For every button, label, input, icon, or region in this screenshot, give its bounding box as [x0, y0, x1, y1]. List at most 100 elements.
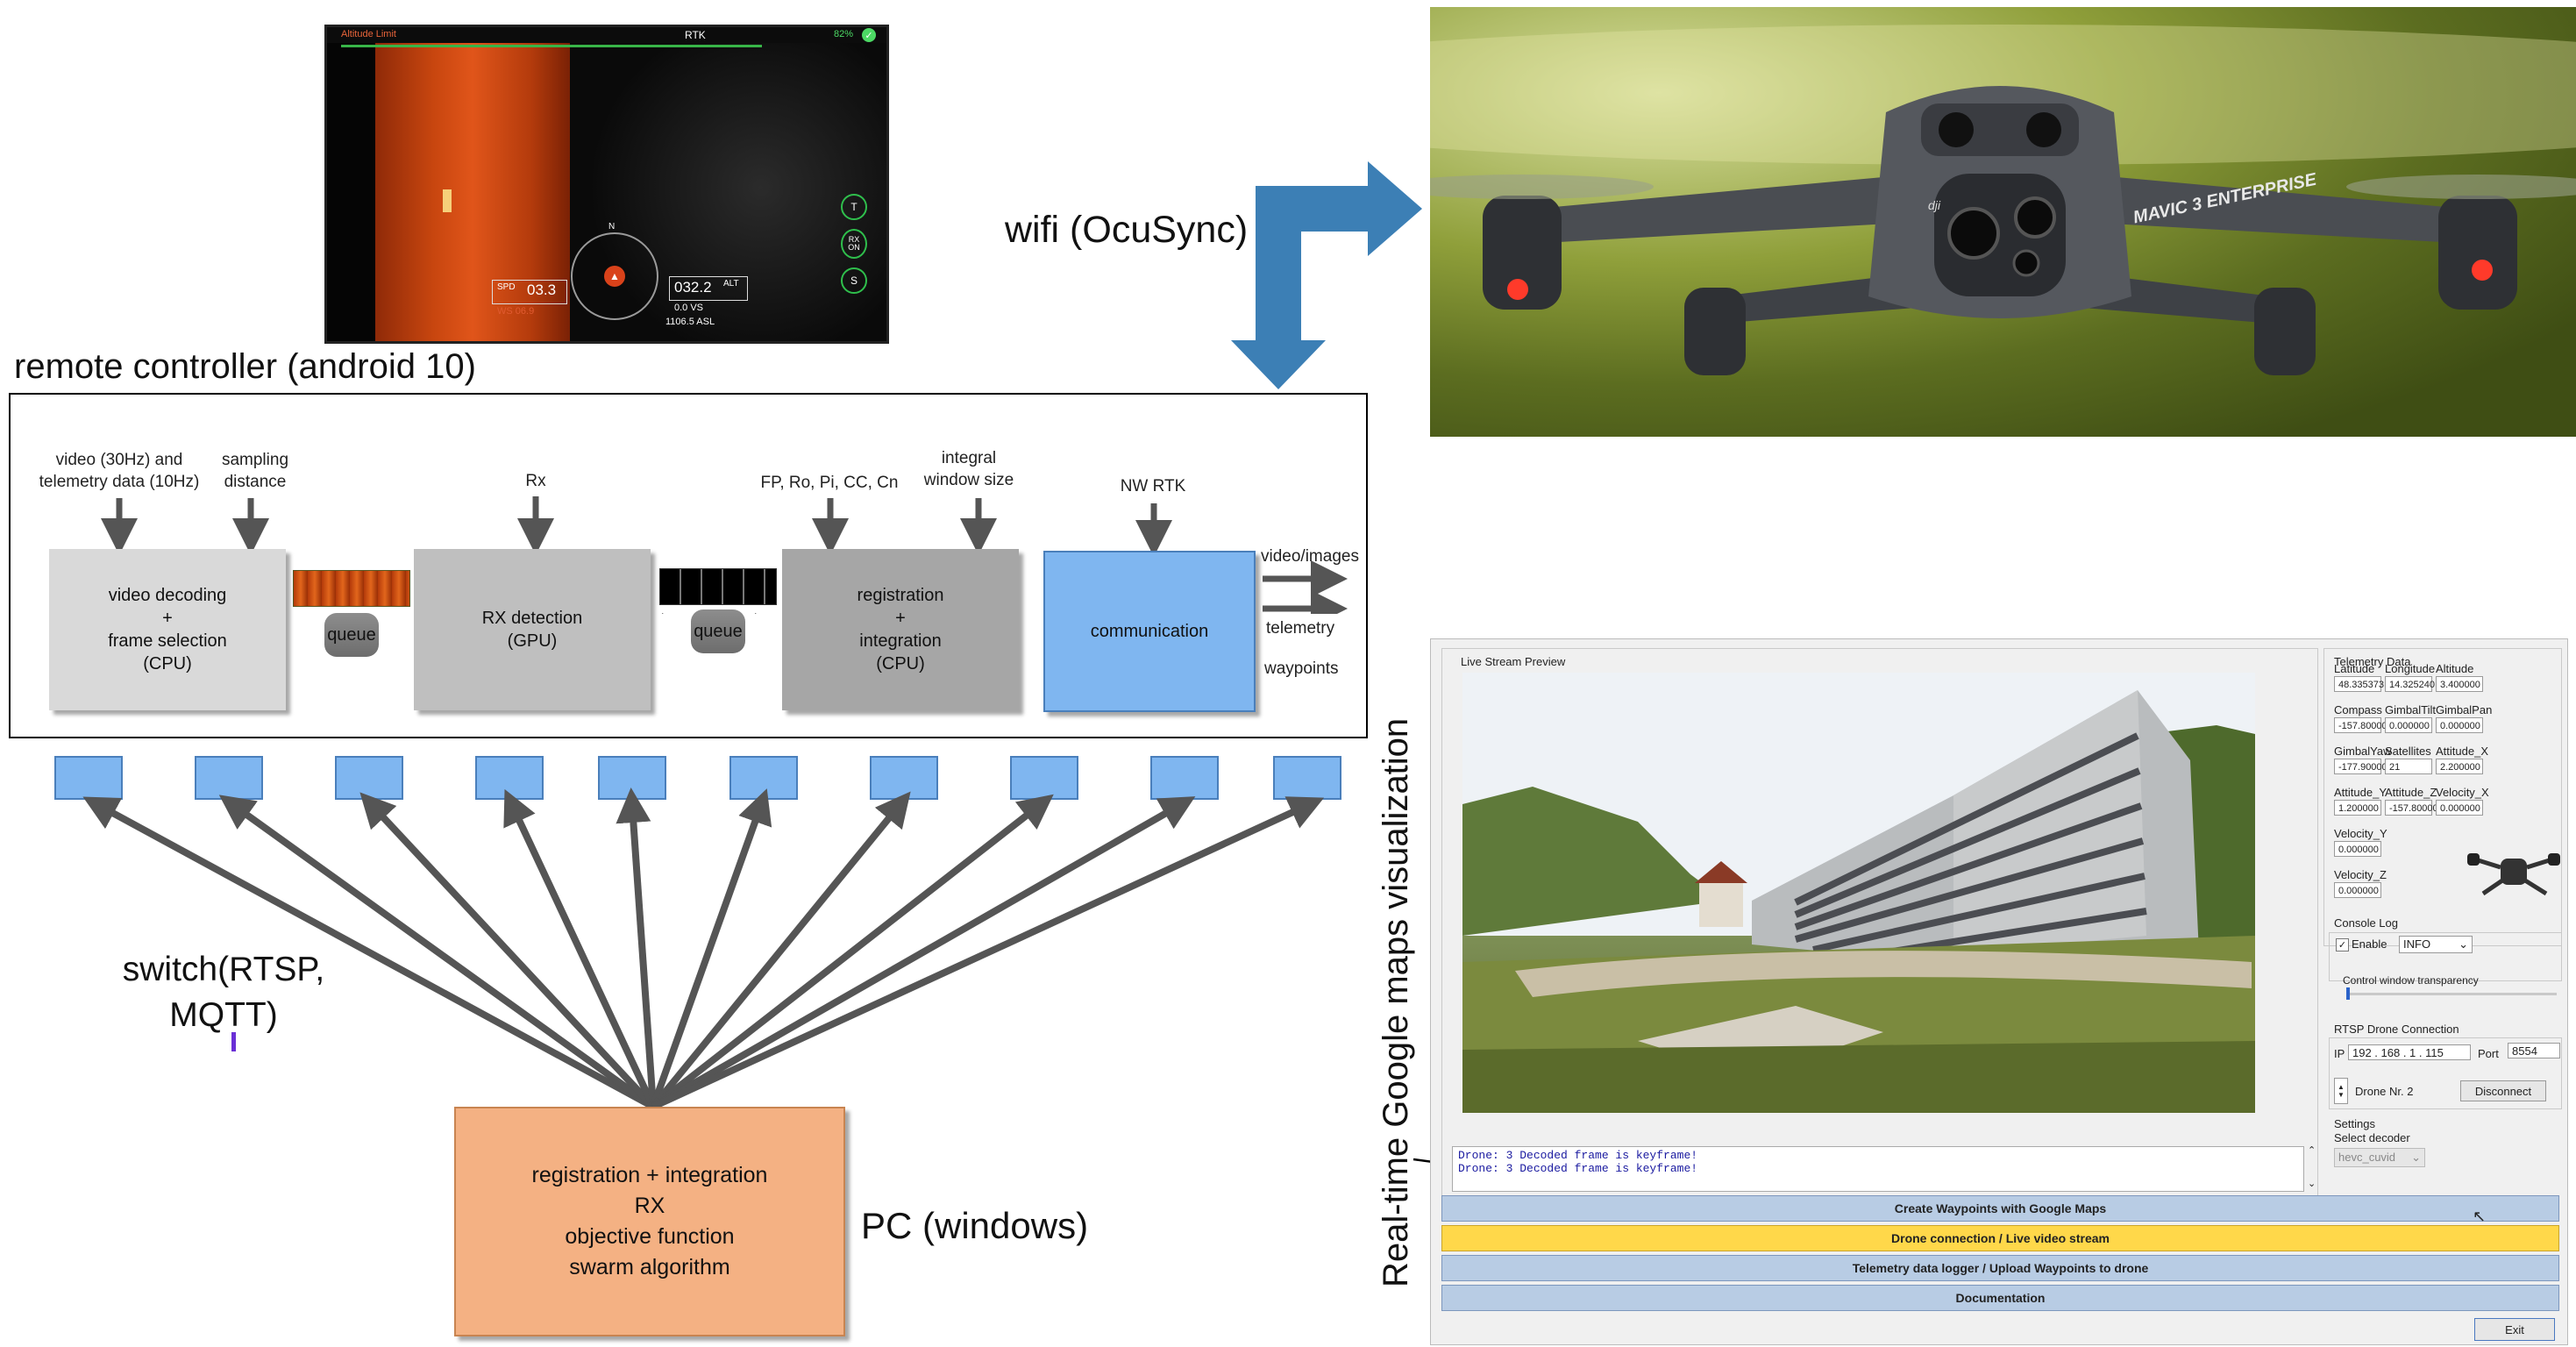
- telemetry-label: Compass: [2334, 703, 2382, 716]
- telemetry-value: 3.400000: [2436, 676, 2483, 692]
- block-video-decoding: video decoding + frame selection (CPU): [49, 549, 286, 710]
- text-cursor-mark: [231, 1032, 236, 1051]
- remote-controller-screen: Altitude Limit RTK 82% ✓ N ▲ SPD 03.3 WS…: [324, 25, 889, 344]
- input-nwrtk-label: NW RTK: [1120, 477, 1186, 495]
- block-rx-detection: RX detection (GPU): [414, 549, 651, 710]
- log-level-select[interactable]: INFO ⌄: [2399, 936, 2473, 953]
- exit-button[interactable]: Exit: [2474, 1318, 2555, 1341]
- documentation-button[interactable]: Documentation: [1441, 1285, 2559, 1311]
- drone-connection-button[interactable]: Drone connection / Live video stream: [1441, 1225, 2559, 1251]
- settings-title: Settings: [2334, 1117, 2375, 1130]
- fan-arrow: [650, 788, 772, 1108]
- telemetry-value: 0.000000: [2385, 717, 2432, 733]
- telemetry-value: 1.200000: [2334, 800, 2381, 816]
- enable-checkbox[interactable]: ✓: [2336, 938, 2349, 951]
- port-label: Port: [2478, 1047, 2499, 1060]
- check-icon: ✓: [862, 28, 876, 42]
- telemetry-value: 21: [2385, 759, 2432, 774]
- out-video-label: video/images: [1261, 547, 1359, 566]
- out-waypoints-label: waypoints: [1264, 659, 1339, 678]
- wifi-label: wifi (OcuSync): [1005, 209, 1249, 251]
- drone-brand-text: dji: [1928, 198, 1941, 212]
- transparency-slider-thumb[interactable]: [2346, 987, 2350, 1000]
- live-preview-title: Live Stream Preview: [1461, 655, 1566, 668]
- telemetry-label: GimbalYaw: [2334, 745, 2392, 758]
- thermal-frames-strip: [293, 570, 410, 607]
- chevron-down-icon: ⌄: [2411, 1151, 2421, 1164]
- telemetry-label: Attitude_Z: [2385, 786, 2437, 799]
- live-video[interactable]: [1462, 673, 2255, 1113]
- fan-arrow: [651, 796, 1325, 1110]
- enable-label: Enable: [2352, 937, 2387, 951]
- out-telemetry-label: telemetry: [1266, 619, 1335, 638]
- pc-label: PC (windows): [861, 1205, 1089, 1246]
- input-rx-label: Rx: [525, 472, 546, 490]
- telemetry-label: Velocity_Y: [2334, 827, 2387, 840]
- switch-label: switch(RTSP, MQTT): [122, 951, 325, 1034]
- speed-box: [492, 280, 567, 304]
- compass-north: N: [608, 222, 616, 232]
- telemetry-value: 0.000000: [2436, 717, 2483, 733]
- create-waypoints-button[interactable]: Create Waypoints with Google Maps: [1441, 1195, 2559, 1222]
- fan-arrow: [218, 795, 656, 1110]
- vertical-speed-value: 0.0 VS: [674, 303, 704, 313]
- input-sampling-label: sampling distance: [221, 451, 289, 491]
- asl-value: 1106.5 ASL: [665, 317, 715, 327]
- queue-2: queue: [691, 609, 745, 653]
- drone-nr-stepper[interactable]: ▲▼: [2334, 1078, 2348, 1104]
- telemetry-value: 2.200000: [2436, 759, 2483, 774]
- console-line: Drone: 3 Decoded frame is keyframe!: [1458, 1149, 1698, 1162]
- input-params-label: FP, Ro, Pi, CC, Cn: [760, 474, 899, 492]
- video-scene: [1462, 673, 2255, 1113]
- switch-fan-arrows: [82, 788, 1325, 1110]
- select-decoder-label: Select decoder: [2334, 1131, 2410, 1144]
- switch-port: [195, 756, 263, 800]
- telemetry-label: Satellites: [2385, 745, 2431, 758]
- transparency-slider[interactable]: [2346, 993, 2557, 995]
- block-registration: registration + integration (CPU): [782, 549, 1019, 710]
- wifi-arrow-shape: [1231, 161, 1422, 389]
- telemetry-value: 0.000000: [2334, 841, 2381, 857]
- telemetry-label: GimbalPan: [2436, 703, 2493, 716]
- telemetry-label: Velocity_Z: [2334, 868, 2387, 881]
- fan-arrow: [651, 796, 1196, 1110]
- console-scroll-down-icon[interactable]: ⌄: [2308, 1179, 2316, 1189]
- ip-field[interactable]: 192 . 168 . 1 . 115: [2348, 1044, 2471, 1060]
- app-window: Live Stream Preview: [1430, 638, 2568, 1345]
- fan-arrow: [650, 791, 911, 1109]
- s-button[interactable]: S: [841, 267, 867, 294]
- telemetry-label: Velocity_X: [2436, 786, 2489, 799]
- wind-speed-value: WS 06.9: [497, 306, 535, 317]
- telemetry-value: 48.335373: [2334, 676, 2384, 692]
- ip-label: IP: [2334, 1047, 2345, 1060]
- pipeline-frame: [9, 393, 1368, 738]
- t-button[interactable]: T: [841, 194, 867, 220]
- drone-illustration: [1430, 25, 2576, 375]
- controller-label: remote controller (android 10): [14, 347, 476, 386]
- mouse-cursor-icon: ↖: [2473, 1208, 2487, 1225]
- telemetry-value: 14.325240: [2385, 676, 2435, 692]
- disconnect-button[interactable]: Disconnect: [2460, 1080, 2546, 1101]
- altitude-label: ALT: [723, 279, 739, 289]
- altitude-limit-text: Altitude Limit: [341, 29, 396, 39]
- telemetry-value: -177.900000: [2334, 759, 2393, 774]
- block-communication: communication: [1043, 551, 1256, 712]
- log-level-value: INFO: [2403, 937, 2431, 951]
- telemetry-value: 0.000000: [2436, 800, 2483, 816]
- console-log-title: Console Log: [2334, 916, 2398, 930]
- telemetry-logger-button[interactable]: Telemetry data logger / Upload Waypoints…: [1441, 1255, 2559, 1281]
- decoder-select[interactable]: hevc_cuvid ⌄: [2334, 1148, 2425, 1167]
- hotspot: [443, 189, 452, 212]
- rtk-text: RTK: [685, 29, 706, 41]
- port-field[interactable]: 8554: [2508, 1043, 2560, 1058]
- fan-arrow: [503, 788, 657, 1108]
- speed-value: 03.3: [527, 282, 557, 298]
- transparency-label: Control window transparency: [2343, 974, 2479, 987]
- speed-label: SPD: [497, 282, 516, 292]
- console-scroll-up-icon[interactable]: ⌃: [2308, 1145, 2316, 1156]
- altitude-bar: [341, 45, 762, 47]
- rx-on-button[interactable]: RX ON: [841, 229, 867, 259]
- telemetry-label: GimbalTilt: [2385, 703, 2437, 716]
- console-output[interactable]: Drone: 3 Decoded frame is keyframe! Dron…: [1452, 1146, 2304, 1192]
- telemetry-label: Latitude: [2334, 662, 2375, 675]
